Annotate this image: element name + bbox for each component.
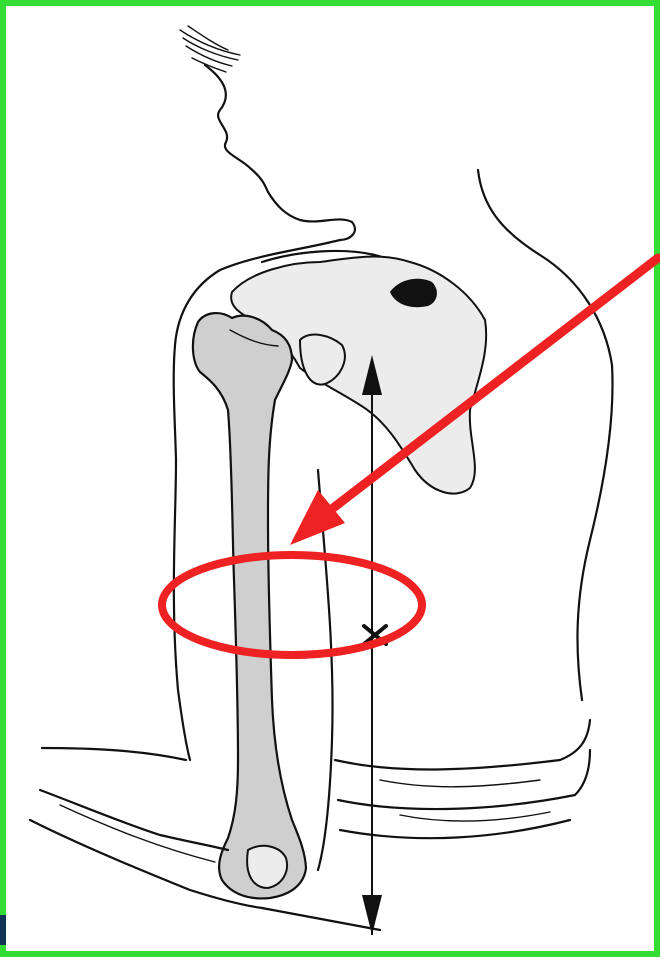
- neck-back-line: [478, 170, 612, 365]
- corner-mark: [0, 915, 6, 945]
- pointer-arrow-head: [290, 490, 345, 545]
- forearm-skin-line: [42, 748, 186, 760]
- arm-outer-contour: [174, 460, 190, 760]
- face-profile: [205, 65, 355, 240]
- humerus-bone: [193, 313, 306, 898]
- torso-contour: [577, 365, 612, 700]
- elbow-condyle: [247, 846, 287, 888]
- forearm-bone-line: [60, 805, 215, 862]
- waist-band: [335, 720, 590, 838]
- baseline: [262, 908, 380, 930]
- highlight-ellipse: [162, 555, 422, 655]
- forearm-upper-edge: [40, 790, 228, 850]
- hair-tuft: [180, 26, 240, 72]
- green-frame: [3, 3, 657, 954]
